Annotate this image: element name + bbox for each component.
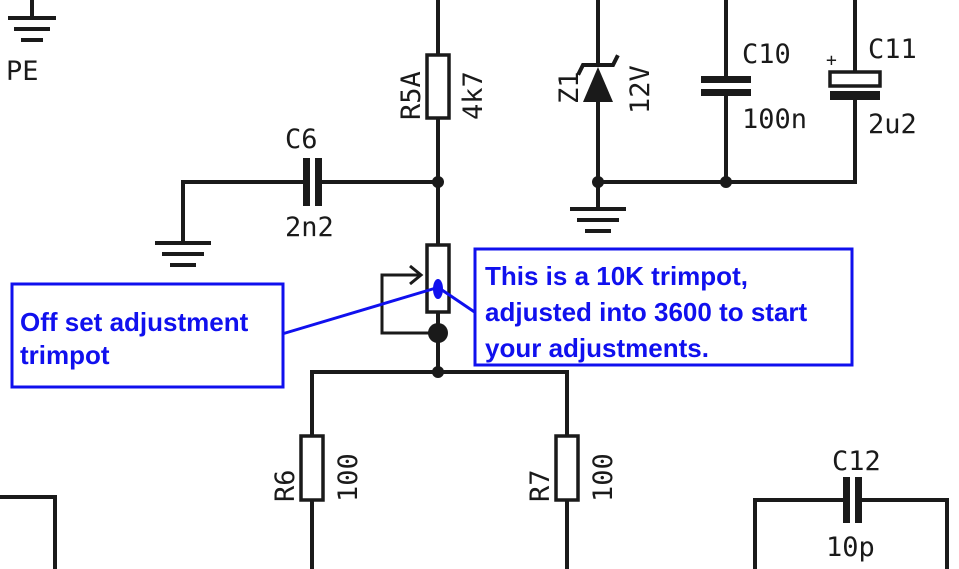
offset-note-line-2: trimpot xyxy=(20,340,110,370)
trimpot-note-box xyxy=(473,247,854,367)
c6-ground-symbol xyxy=(155,241,211,267)
junction-node xyxy=(592,176,604,188)
offset-note-leader xyxy=(281,286,437,336)
junction-node xyxy=(432,176,444,188)
c10-ref-label: C10 xyxy=(742,39,791,70)
c12-plate-left xyxy=(843,477,850,523)
c11-plate-negative xyxy=(830,91,880,100)
c11-plate-positive xyxy=(828,70,882,88)
r7-value-label: 100 xyxy=(588,453,619,502)
r6-value-label: 100 xyxy=(333,453,364,502)
trimpot-note-leader xyxy=(441,288,477,315)
c6-branch-wire xyxy=(181,180,440,245)
supply-ground-symbol xyxy=(570,207,626,233)
offset-note-box xyxy=(10,282,285,389)
z1-value-label: 12V xyxy=(625,65,656,114)
pe-label: PE xyxy=(6,56,39,87)
trimpot-wiper-marker xyxy=(433,279,443,299)
z1-zener-diode xyxy=(576,54,620,102)
r6-resistor xyxy=(299,434,325,502)
c12-plate-right xyxy=(855,477,862,523)
c12-ref-label: C12 xyxy=(832,446,881,477)
z1-ref-label: Z1 xyxy=(554,71,585,104)
c11-value-label: 2u2 xyxy=(868,109,917,140)
c10-plate-top xyxy=(701,76,751,83)
bottom-split-wire xyxy=(310,370,569,569)
offset-note-line-1: Off set adjustment xyxy=(20,307,249,337)
pe-ground-symbol xyxy=(8,0,56,42)
trimpot-note-line-1: This is a 10K trimpot, xyxy=(485,261,748,291)
r5a-ref-label: R5A xyxy=(396,71,427,120)
c12-wire xyxy=(753,498,949,569)
c10-plate-bottom xyxy=(701,89,751,96)
c6-plate-right xyxy=(315,158,322,206)
c12-value-label: 10p xyxy=(826,532,875,563)
c11-polarity-label: + xyxy=(826,50,837,71)
trimpot-body xyxy=(425,243,451,314)
r5a-resistor xyxy=(425,53,451,120)
r7-resistor xyxy=(554,434,580,502)
junction-node xyxy=(720,176,732,188)
trimpot-note-line-3: your adjustments. xyxy=(485,333,709,363)
c11-ref-label: C11 xyxy=(868,34,917,65)
c6-plate-left xyxy=(303,158,310,206)
left-box-wire xyxy=(0,495,57,569)
r7-ref-label: R7 xyxy=(525,469,556,502)
c6-ref-label: C6 xyxy=(285,124,318,155)
r6-ref-label: R6 xyxy=(270,469,301,502)
r5a-value-label: 4k7 xyxy=(458,71,489,120)
c6-value-label: 2n2 xyxy=(285,212,334,243)
trimpot-wiper-node xyxy=(428,323,448,343)
trimpot-wiper-arrow xyxy=(380,264,432,335)
trimpot-note-line-2: adjusted into 3600 to start xyxy=(485,297,808,327)
c10-value-label: 100n xyxy=(742,104,807,135)
